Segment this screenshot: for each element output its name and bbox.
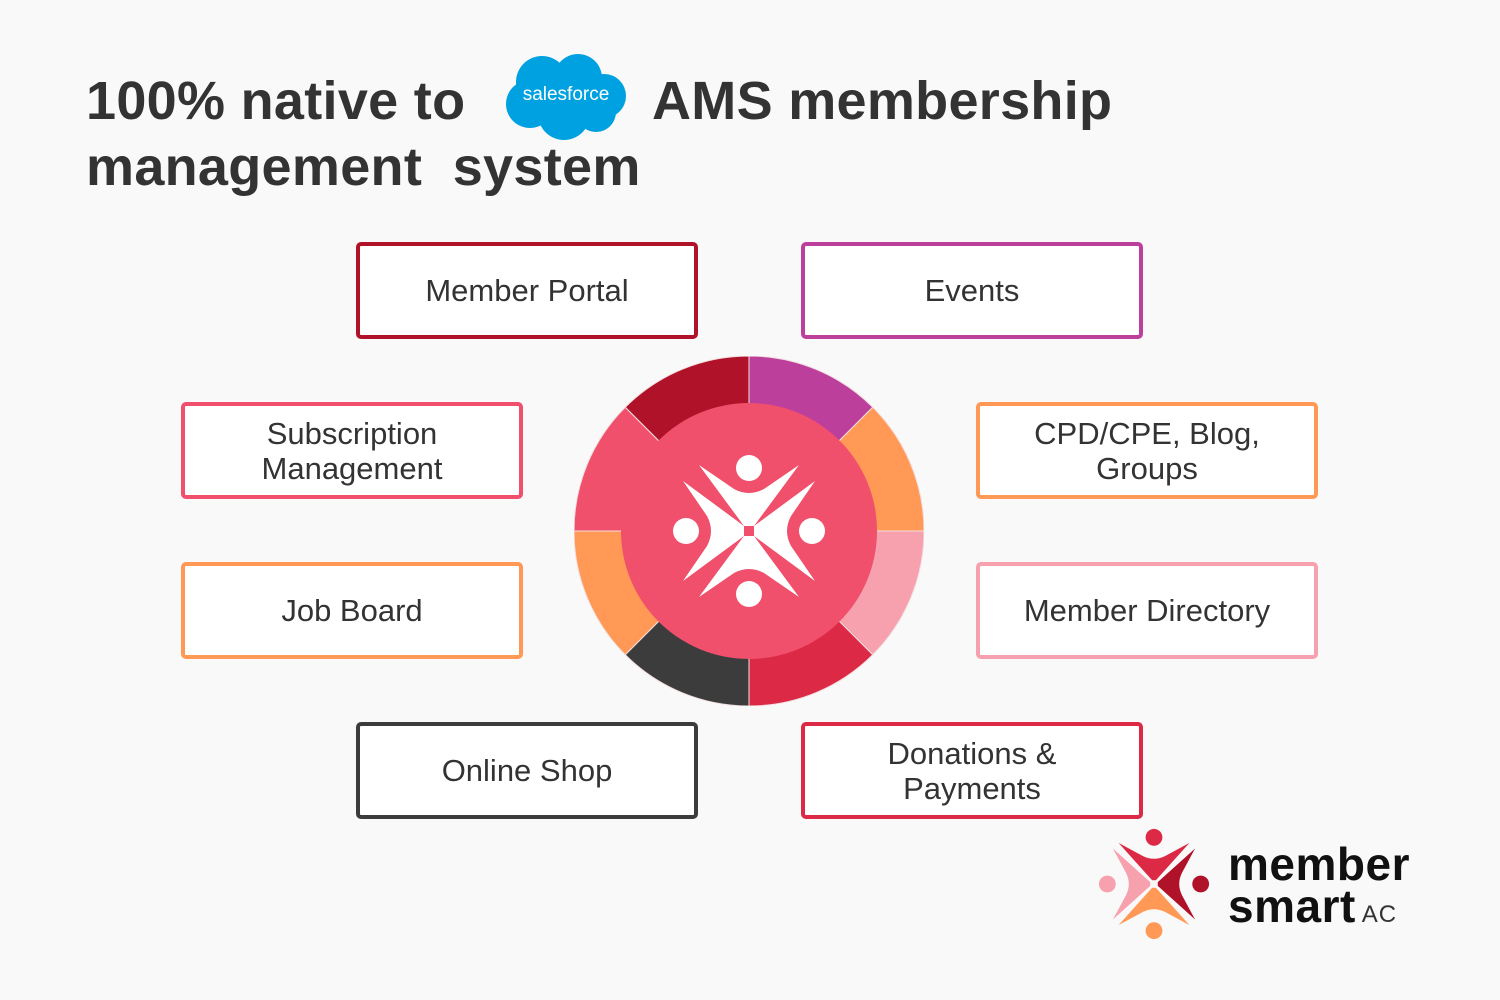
title-line1-start: 100% native to [86,71,466,131]
feature-events: Events [801,242,1143,339]
svg-text:salesforce: salesforce [523,84,610,105]
title-line2: management system [86,137,641,197]
feature-member-portal: Member Portal [356,242,698,339]
salesforce-logo: salesforce [506,54,626,140]
feature-cpd-blog-groups: CPD/CPE, Blog, Groups [976,402,1318,499]
feature-ring [574,356,924,706]
feature-job-board: Job Board [181,562,523,659]
membersmart-icon [673,455,825,607]
feature-donations-payments: Donations & Payments [801,722,1143,819]
feature-online-shop: Online Shop [356,722,698,819]
brand-suffix: AC [1361,901,1398,928]
membersmart-logo-icon [1098,828,1210,940]
feature-member-directory: Member Directory [976,562,1318,659]
title-line1-end: AMS membership [652,71,1113,131]
brand-name-line1: member [1228,838,1410,890]
ring-center [621,403,877,659]
feature-subscription-management: Subscription Management [181,402,523,499]
